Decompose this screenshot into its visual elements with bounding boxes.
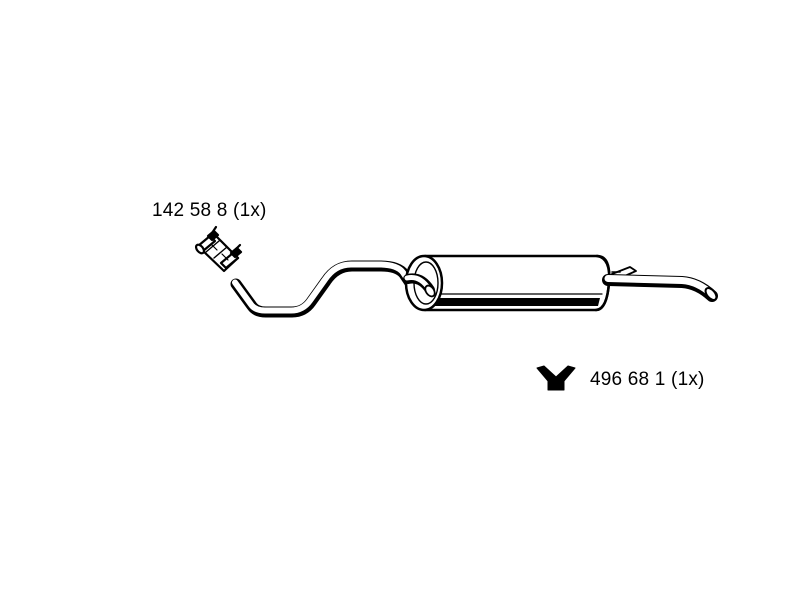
inlet-pipe — [230, 260, 420, 318]
hanger-part-label: 496 68 1 (1x) — [590, 369, 705, 390]
rubber-hanger-icon — [536, 365, 576, 391]
pipe-clamp-icon — [194, 225, 243, 273]
rear-silencer — [230, 254, 718, 318]
clamp-part-label: 142 58 8 (1x) — [152, 200, 267, 221]
tail-pipe-opening — [704, 287, 718, 301]
